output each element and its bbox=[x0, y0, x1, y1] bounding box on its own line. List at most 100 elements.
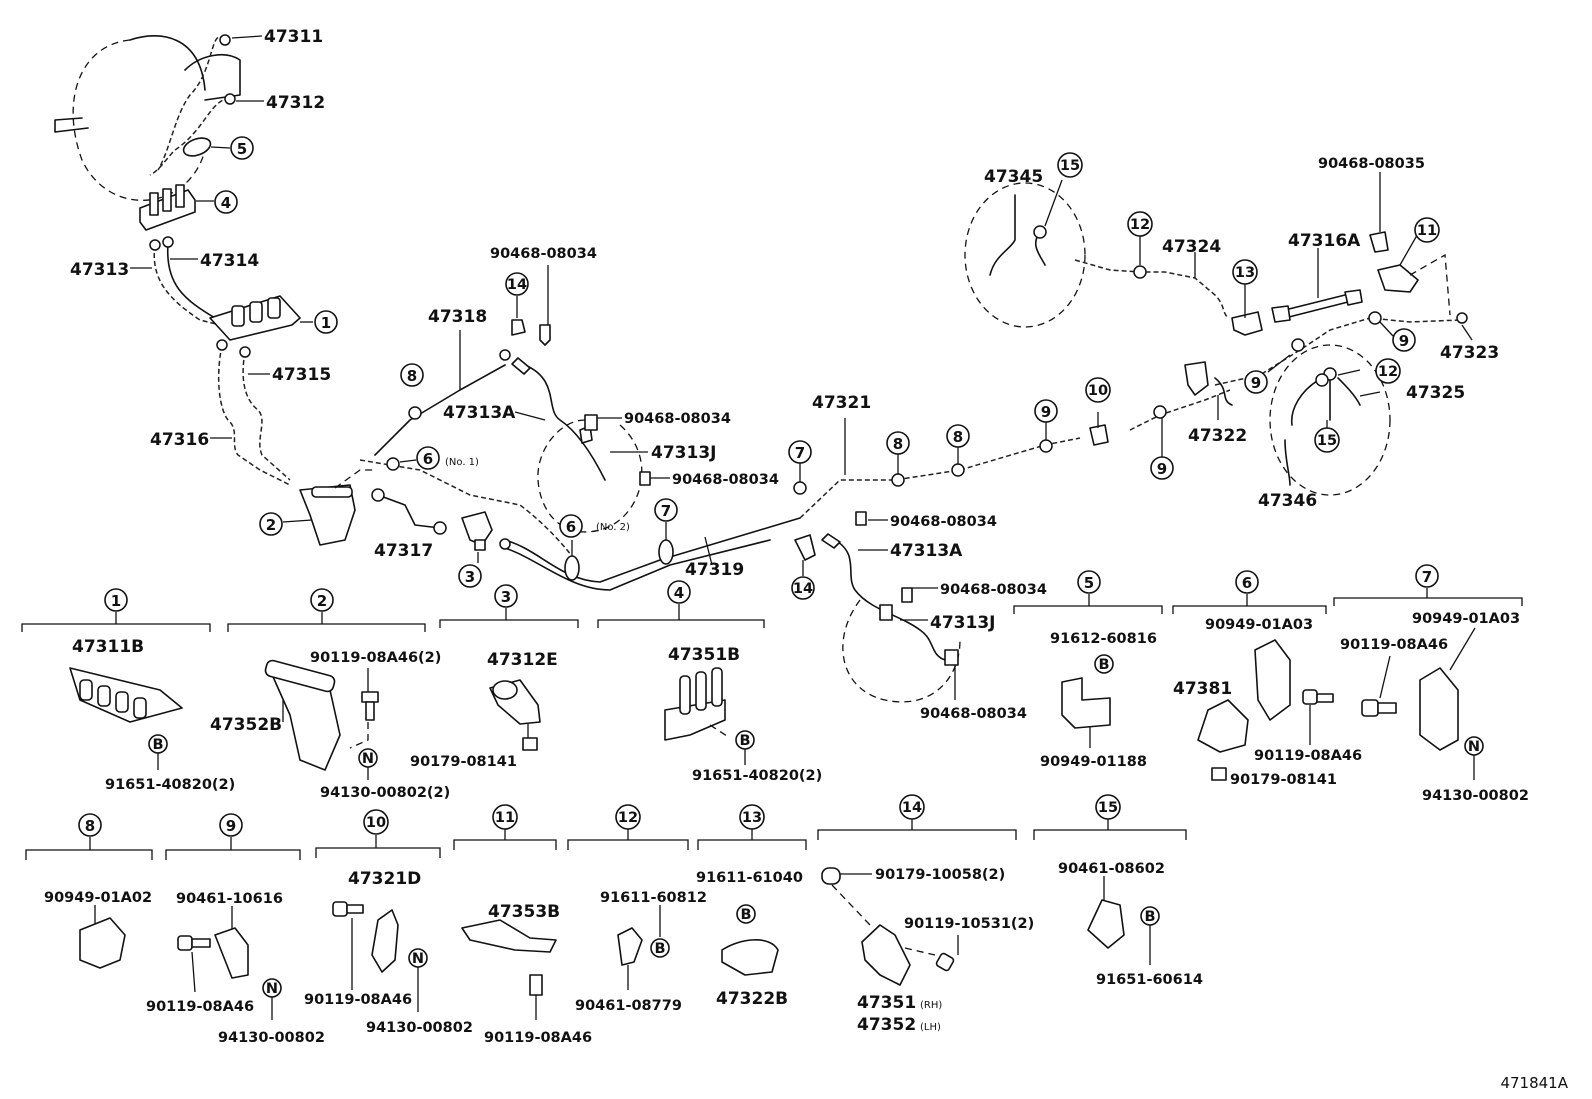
detail-11-bolt: 90119-08A46 bbox=[484, 1030, 592, 1046]
part-47315-label: 47315 bbox=[272, 365, 331, 385]
svg-text:9: 9 bbox=[1041, 403, 1051, 421]
svg-text:15: 15 bbox=[1060, 158, 1080, 174]
detail-14-bolt: 90119-10531(2) bbox=[904, 916, 1034, 932]
svg-text:8: 8 bbox=[407, 367, 417, 385]
detail-9-nut: 94130-00802 bbox=[218, 1030, 325, 1046]
detail-6-bolt: 90119-08A46 bbox=[1254, 748, 1362, 764]
detail-6-clamp: 90949-01A03 bbox=[1205, 617, 1313, 633]
svg-text:6: 6 bbox=[423, 450, 433, 468]
detail-5-clamp: 90949-01188 bbox=[1040, 754, 1147, 770]
part-47319-label: 47319 bbox=[685, 560, 744, 580]
svg-text:7: 7 bbox=[1422, 568, 1432, 586]
svg-text:10: 10 bbox=[1088, 383, 1108, 399]
callout-3-main: 3 bbox=[458, 564, 482, 588]
detail-9-clamp: 90461-10616 bbox=[176, 891, 283, 907]
detail-7: 7 90949-01A03 90119-08A46 N 94130-00802 bbox=[1333, 564, 1529, 804]
svg-text:B: B bbox=[654, 941, 665, 957]
detail-14: 14 90179-10058(2) 90119-10531(2) 47351 (… bbox=[817, 794, 1034, 1035]
part-47323-label: 47323 bbox=[1440, 343, 1499, 363]
part-47346-label: 47346 bbox=[1258, 491, 1317, 511]
callout-8-main-a: 8 bbox=[400, 363, 424, 387]
svg-text:9: 9 bbox=[1251, 374, 1261, 392]
detail-10-part: 47321D bbox=[348, 869, 421, 889]
detail-1: 1 47311B B 91651-40820(2) bbox=[21, 588, 235, 793]
callout-11-main: 11 bbox=[1414, 217, 1440, 243]
detail-5: 5 91612-60816 B 90949-01188 bbox=[1013, 570, 1163, 770]
callout-14-main-b: 14 bbox=[791, 576, 815, 600]
part-47313A-front-label: 47313A bbox=[443, 403, 516, 423]
svg-text:14: 14 bbox=[507, 277, 527, 293]
callout-2-main: 2 bbox=[259, 512, 283, 536]
svg-text:14: 14 bbox=[793, 581, 813, 597]
part-47322-label: 47322 bbox=[1188, 426, 1247, 446]
svg-text:9: 9 bbox=[1157, 460, 1167, 478]
detail-11: 11 47353B 90119-08A46 bbox=[453, 804, 592, 1046]
detail-13-part: 47322B bbox=[716, 989, 788, 1009]
detail-10-nut: 94130-00802 bbox=[366, 1020, 473, 1036]
detail-12-bolt: 91611-60812 bbox=[600, 890, 707, 906]
detail-12: 12 91611-60812 B 90461-08779 bbox=[567, 804, 707, 1014]
svg-text:12: 12 bbox=[618, 810, 638, 826]
svg-text:7: 7 bbox=[795, 444, 805, 462]
callout-14-main-a: 14 bbox=[505, 272, 529, 296]
svg-text:4: 4 bbox=[674, 584, 684, 602]
clip-90468-08034-label-b: 90468-08034 bbox=[624, 411, 731, 427]
part-47316A-label: 47316A bbox=[1288, 231, 1361, 251]
svg-text:N: N bbox=[266, 981, 278, 997]
svg-text:B: B bbox=[1098, 657, 1109, 673]
svg-text:11: 11 bbox=[495, 810, 515, 826]
svg-text:N: N bbox=[362, 751, 374, 767]
svg-text:B: B bbox=[739, 733, 750, 749]
svg-text:9: 9 bbox=[226, 817, 236, 835]
callout-7-main-b: 7 bbox=[788, 440, 812, 464]
detail-15-clamp: 90461-08602 bbox=[1058, 861, 1165, 877]
detail-2: 2 47352B 90119-08A46(2) N 94130-00802(2) bbox=[210, 588, 450, 801]
svg-text:N: N bbox=[412, 951, 424, 967]
detail-12-clamp: 90461-08779 bbox=[575, 998, 682, 1014]
detail-2-bolt: 90119-08A46(2) bbox=[310, 650, 441, 666]
svg-text:5: 5 bbox=[237, 140, 247, 158]
svg-text:3: 3 bbox=[465, 568, 475, 586]
callout-9-main-a: 9 bbox=[1034, 399, 1058, 423]
svg-text:2: 2 bbox=[266, 516, 276, 534]
detail-6-nut: 90179-08141 bbox=[1230, 772, 1337, 788]
part-47312-label: 47312 bbox=[266, 93, 325, 113]
callout-8-main-c: 8 bbox=[946, 424, 970, 448]
part-47324-label: 47324 bbox=[1162, 237, 1221, 257]
part-47314-label: 47314 bbox=[200, 251, 259, 271]
detail-14-rh: (RH) bbox=[920, 1000, 942, 1011]
detail-2-part: 47352B bbox=[210, 715, 282, 735]
detail-3-part: 47312E bbox=[487, 650, 558, 670]
part-47321-label: 47321 bbox=[812, 393, 871, 413]
svg-text:5: 5 bbox=[1084, 574, 1094, 592]
detail-4-bolt: 91651-40820(2) bbox=[692, 768, 822, 784]
detail-5-bolt: 91612-60816 bbox=[1050, 631, 1157, 647]
detail-15-bolt: 91651-60614 bbox=[1096, 972, 1203, 988]
callout-7-main-a: 7 bbox=[654, 498, 678, 522]
detail-14-part-lh: 47352 bbox=[857, 1015, 916, 1035]
svg-text:15: 15 bbox=[1317, 433, 1337, 449]
svg-text:13: 13 bbox=[1235, 265, 1255, 281]
detail-1-bolt: 91651-40820(2) bbox=[105, 777, 235, 793]
svg-text:4: 4 bbox=[221, 194, 231, 212]
svg-text:N: N bbox=[1468, 739, 1480, 755]
svg-text:2: 2 bbox=[317, 592, 327, 610]
callout-10-main: 10 bbox=[1085, 377, 1111, 403]
bracket-2 bbox=[299, 484, 356, 546]
clip-90468-08034-label-a: 90468-08034 bbox=[490, 246, 597, 262]
svg-text:6: 6 bbox=[1242, 574, 1252, 592]
part-47311-label: 47311 bbox=[264, 27, 323, 47]
callout-15-main-b: 15 bbox=[1314, 427, 1340, 453]
svg-text:8: 8 bbox=[953, 428, 963, 446]
svg-text:14: 14 bbox=[902, 800, 922, 816]
svg-text:1: 1 bbox=[321, 314, 331, 332]
detail-10-bolt: 90119-08A46 bbox=[304, 992, 412, 1008]
svg-text:12: 12 bbox=[1378, 364, 1398, 380]
callout-13-main: 13 bbox=[1232, 259, 1258, 285]
detail-4: 4 47351B B 91651-40820(2) bbox=[597, 580, 822, 784]
detail-13: 13 91611-61040 B 47322B bbox=[696, 804, 807, 1009]
note-no2: (No. 2) bbox=[596, 522, 630, 533]
detail-15: 15 90461-08602 B 91651-60614 bbox=[1033, 794, 1203, 988]
svg-text:7: 7 bbox=[661, 502, 671, 520]
part-47313J-front-label: 47313J bbox=[651, 443, 716, 463]
